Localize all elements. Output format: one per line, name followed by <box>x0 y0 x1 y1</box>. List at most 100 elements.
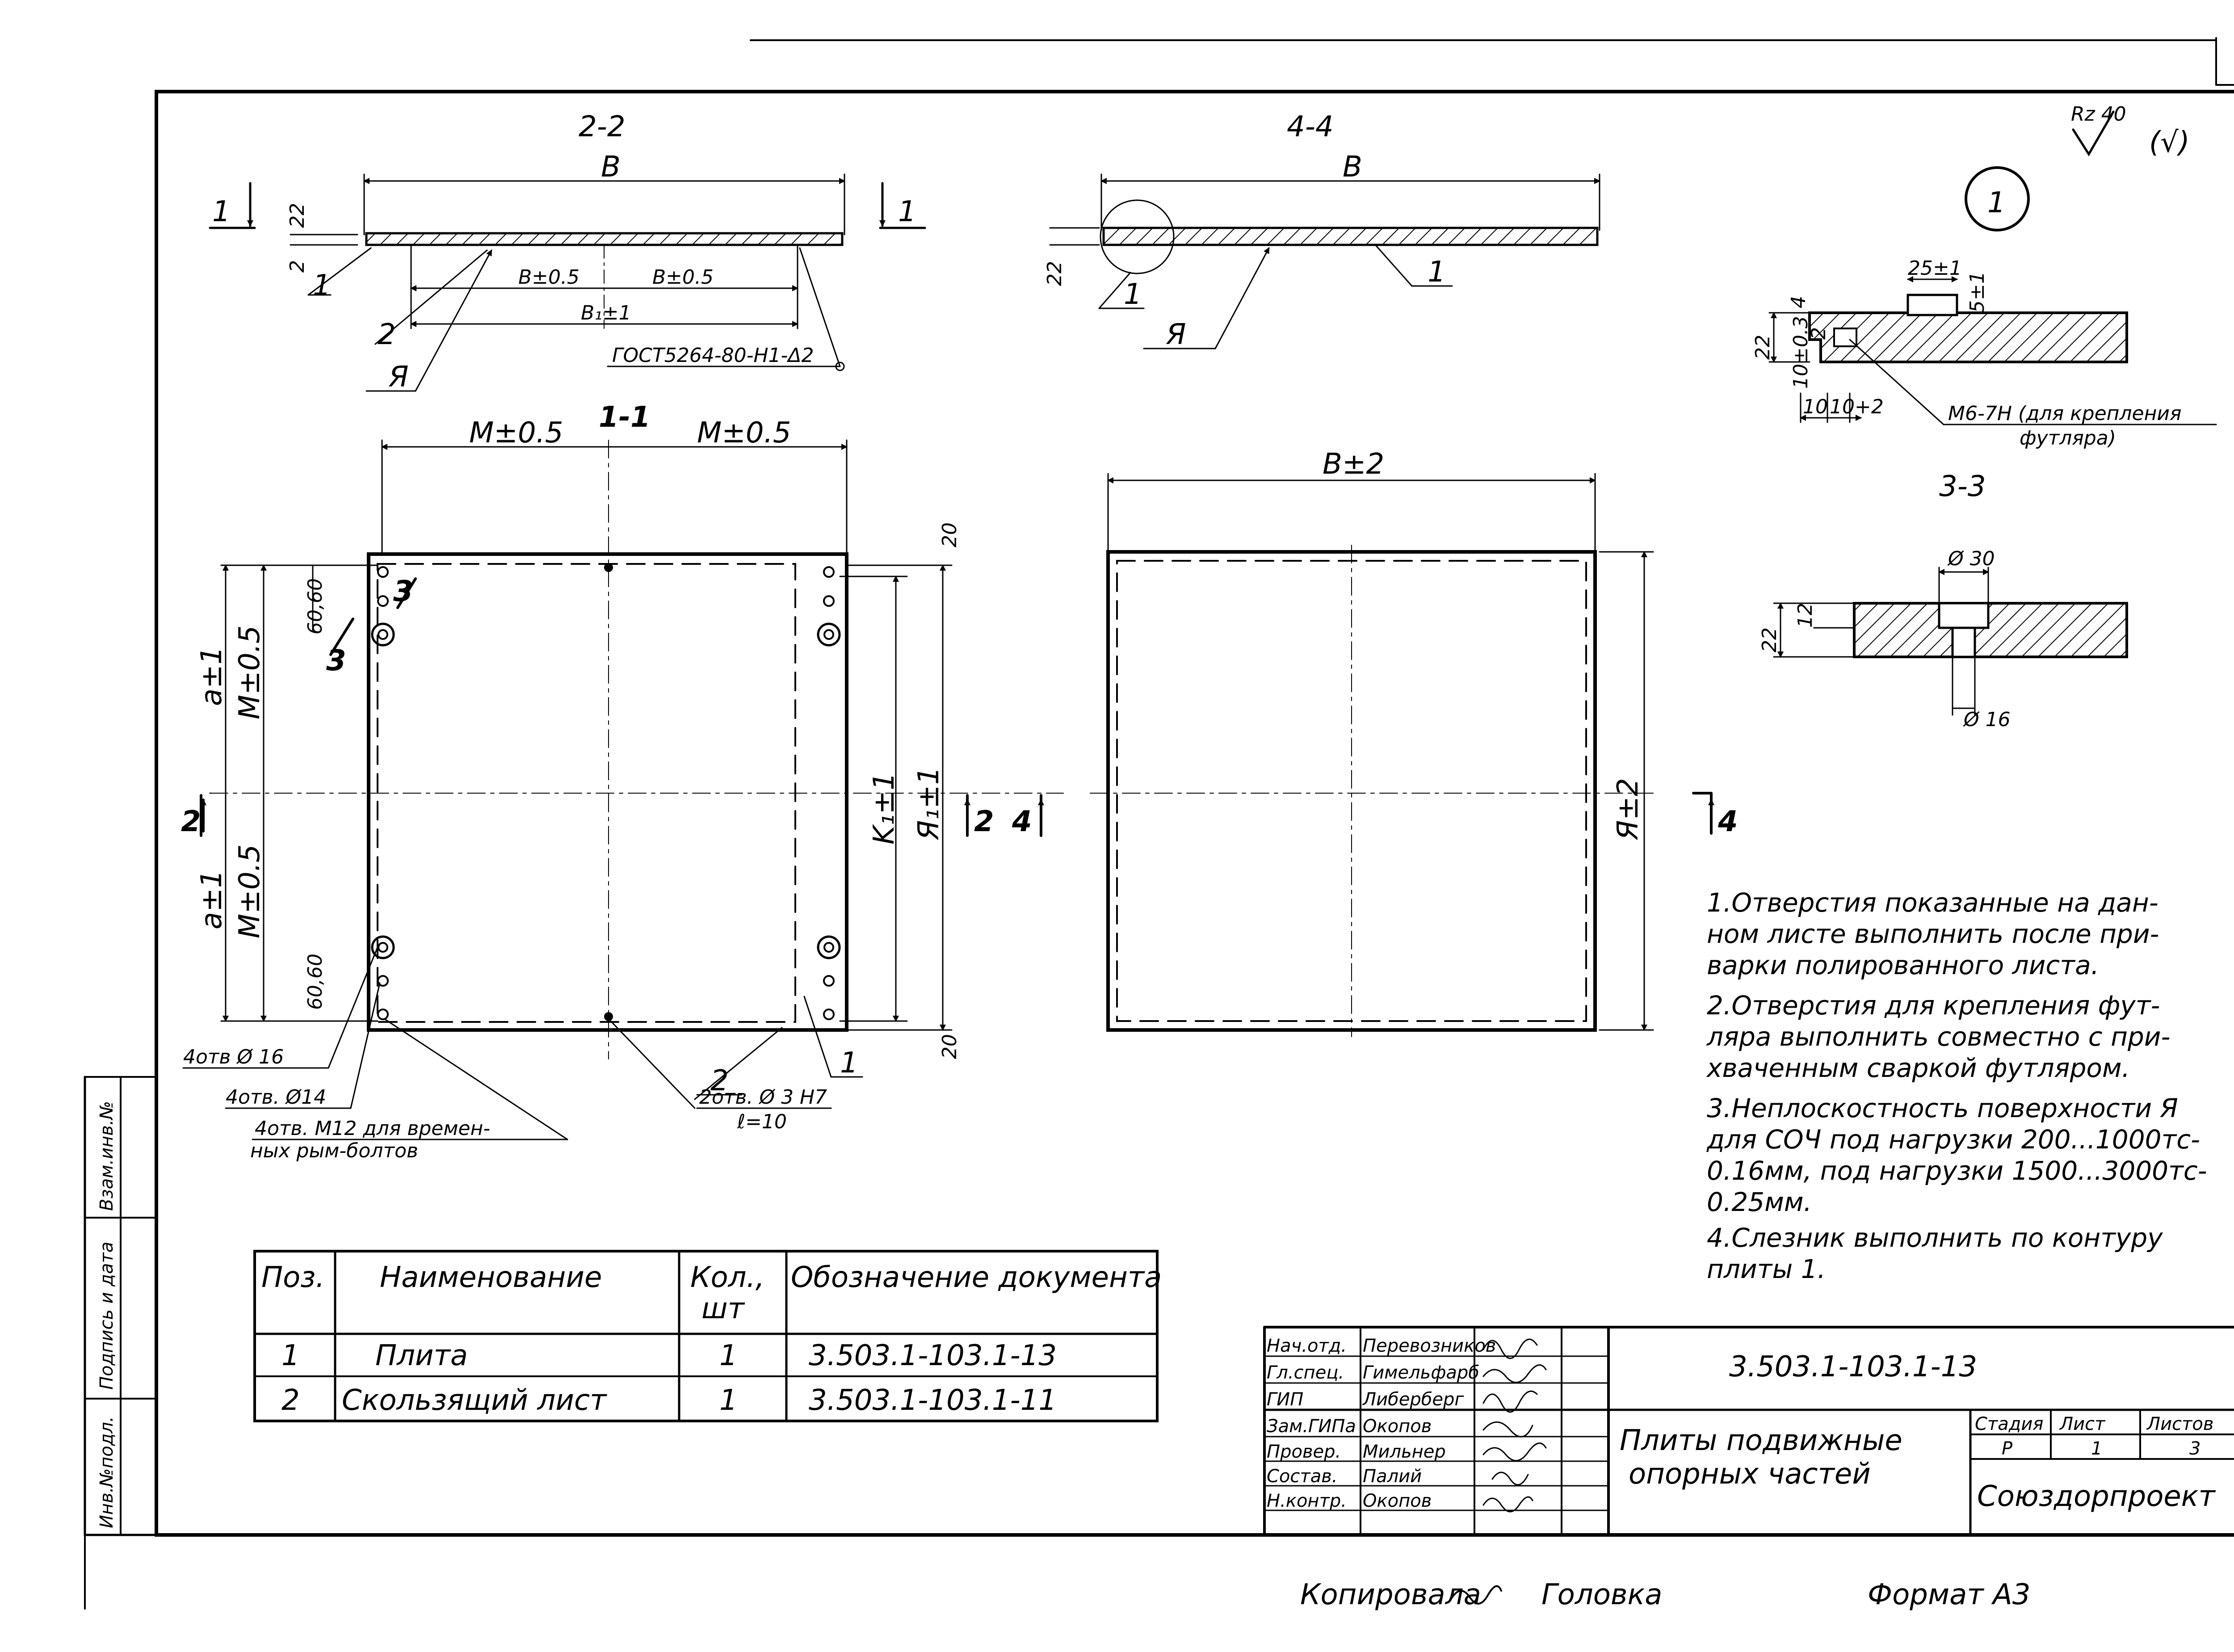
svg-text:4: 4 <box>1787 296 1810 308</box>
svg-text:2.Отверстия для крепления фут-: 2.Отверстия для крепления фут- <box>1707 990 2160 1021</box>
svg-text:2отв. Ø 3 Н7: 2отв. Ø 3 Н7 <box>699 1086 827 1109</box>
svg-text:Н.контр.: Н.контр. <box>1267 1491 1347 1511</box>
side-stamp-3: Взам.инв.№ <box>97 1101 117 1211</box>
svg-text:0.16мм, под нагрузки 1500...30: 0.16мм, под нагрузки 1500...3000тс- <box>1707 1156 2207 1186</box>
svg-text:3.503.1-103.1-11: 3.503.1-103.1-11 <box>809 1384 1057 1417</box>
svg-text:Окопов: Окопов <box>1363 1416 1432 1437</box>
svg-text:1: 1 <box>719 1339 738 1372</box>
svg-text:Поз.: Поз. <box>261 1261 325 1294</box>
svg-text:ляра выполнить совместно с при: ляра выполнить совместно с при- <box>1706 1021 2170 1052</box>
svg-text:Мильнер: Мильнер <box>1363 1442 1446 1462</box>
svg-text:B: B <box>601 151 621 184</box>
svg-text:B₁±1: B₁±1 <box>581 302 631 324</box>
svg-text:3.503.1-103.1-13: 3.503.1-103.1-13 <box>809 1339 1057 1372</box>
svg-text:Нач.отд.: Нач.отд. <box>1267 1336 1347 1356</box>
svg-text:Плита: Плита <box>375 1339 468 1372</box>
svg-text:шт: шт <box>701 1292 745 1325</box>
svg-text:22: 22 <box>1758 627 1781 652</box>
doc-code: 3.503.1-103.1-13 <box>1729 1350 1977 1383</box>
svg-text:Наименование: Наименование <box>380 1261 602 1294</box>
svg-text:Я: Я <box>388 361 408 394</box>
svg-text:10±0.3: 10±0.3 <box>1789 316 1812 389</box>
svg-text:a±1: a±1 <box>195 870 228 929</box>
svg-text:1: 1 <box>212 195 231 228</box>
svg-text:M±0.5: M±0.5 <box>233 844 266 938</box>
svg-text:Копировала: Копировала <box>1300 1578 1481 1611</box>
svg-text:2: 2 <box>378 318 396 351</box>
side-stamp-2: Подпись и дата <box>97 1242 117 1390</box>
section-4-4: 4-4 B 22 1 1 Я <box>1043 110 1600 351</box>
svg-text:22: 22 <box>1751 335 1774 360</box>
svg-text:10: 10 <box>1803 395 1828 418</box>
section-3-3: 3-3 Ø 30 22 12 Ø 16 <box>1758 470 2128 731</box>
svg-text:ном листе выполнить после при-: ном листе выполнить после при- <box>1707 919 2159 949</box>
svg-text:ГОСТ5264-80-Н1-Δ2: ГОСТ5264-80-Н1-Δ2 <box>612 344 814 367</box>
svg-text:Я±2: Я±2 <box>1612 778 1645 841</box>
svg-text:Ø 16: Ø 16 <box>1963 708 2011 731</box>
section-2-2: 2-2 B B±0.5 B±0.5 B₁±1 22 2 1 2 Я ГОСТ52… <box>209 110 926 394</box>
svg-text:Окопов: Окопов <box>1363 1491 1432 1511</box>
svg-text:Стадия: Стадия <box>1975 1414 2043 1434</box>
svg-text:Р: Р <box>2002 1438 2013 1459</box>
plan-sheet-view: B±2 Я±2 4 <box>1090 448 1738 1037</box>
svg-text:4: 4 <box>1012 805 1032 838</box>
svg-text:1: 1 <box>281 1339 300 1372</box>
svg-text:2: 2 <box>710 1064 729 1097</box>
svg-text:Палий: Палий <box>1363 1466 1422 1487</box>
svg-text:1: 1 <box>2091 1438 2102 1459</box>
svg-text:K₁±1: K₁±1 <box>868 772 901 845</box>
title-line-2: опорных частей <box>1629 1458 1871 1491</box>
svg-text:20: 20 <box>938 522 961 547</box>
svg-text:футляра): футляра) <box>2020 427 2116 450</box>
svg-text:Перевозников: Перевозников <box>1363 1336 1496 1356</box>
svg-text:Лист: Лист <box>2059 1414 2106 1434</box>
svg-text:М6-7Н (для крепления: М6-7Н (для крепления <box>1948 402 2181 425</box>
svg-text:Скользящий лист: Скользящий лист <box>342 1384 607 1417</box>
svg-text:1: 1 <box>719 1384 738 1417</box>
section-2-2-title: 2-2 <box>579 110 626 143</box>
svg-text:2: 2 <box>286 260 309 273</box>
svg-text:3: 3 <box>2189 1438 2200 1459</box>
svg-text:M±0.5: M±0.5 <box>469 416 563 450</box>
svg-text:Головка: Головка <box>1541 1578 1662 1611</box>
title-block: 3.503.1-103.1-13 Плиты подвижные опорных… <box>1263 1326 2234 1536</box>
svg-text:M±0.5: M±0.5 <box>233 625 266 719</box>
side-stamp-1: Инв.№подл. <box>97 1416 117 1528</box>
svg-text:4отв. Ø14: 4отв. Ø14 <box>226 1086 326 1109</box>
svg-text:для СОЧ под нагрузки 200...100: для СОЧ под нагрузки 200...1000тс- <box>1706 1124 2200 1155</box>
svg-text:ГИП: ГИП <box>1267 1389 1303 1410</box>
svg-text:4отв. М12 для времен-: 4отв. М12 для времен- <box>255 1117 490 1140</box>
svg-text:20: 20 <box>938 1034 961 1059</box>
svg-text:Провер.: Провер. <box>1267 1442 1341 1462</box>
parts-table: Поз. Наименование Кол., шт Обозначение д… <box>253 1250 1162 1422</box>
svg-text:3.Неплоскостность поверхности: 3.Неплоскостность поверхности Я <box>1707 1093 2178 1123</box>
svg-text:22: 22 <box>1043 261 1066 286</box>
svg-text:Обозначение документа: Обозначение документа <box>791 1261 1162 1294</box>
svg-text:Гл.спец.: Гл.спец. <box>1267 1362 1344 1383</box>
svg-text:2: 2 <box>281 1384 300 1417</box>
svg-text:4.Слезник выполнить по контуру: 4.Слезник выполнить по контуру <box>1707 1223 2163 1253</box>
svg-text:10+2: 10+2 <box>1830 395 1884 418</box>
svg-text:Формат А3: Формат А3 <box>1868 1578 2031 1611</box>
section-3-3-title: 3-3 <box>1939 470 1986 503</box>
svg-text:60,60: 60,60 <box>304 954 327 1010</box>
svg-text:Листов: Листов <box>2146 1414 2213 1434</box>
svg-text:Либерберг: Либерберг <box>1362 1389 1464 1410</box>
svg-text:4отв Ø 16: 4отв Ø 16 <box>183 1046 284 1068</box>
svg-text:Состав.: Состав. <box>1267 1466 1338 1487</box>
section-1-1: 1-1 M±0.5 M±0.5 a±1 M±0.5 a±1 M±0.5 60,6… <box>181 401 1064 1162</box>
svg-text:2: 2 <box>1807 327 1830 340</box>
svg-text:a±1: a±1 <box>195 646 228 706</box>
svg-text:25±1: 25±1 <box>1908 257 1962 280</box>
svg-text:3: 3 <box>326 644 346 677</box>
svg-text:12: 12 <box>1794 603 1817 628</box>
svg-text:B±0.5: B±0.5 <box>652 266 714 289</box>
svg-text:5±1: 5±1 <box>1966 271 1989 313</box>
section-1-1-title: 1-1 <box>599 401 651 434</box>
svg-text:плиты 1.: плиты 1. <box>1707 1254 1826 1284</box>
svg-text:ℓ=10: ℓ=10 <box>737 1110 787 1133</box>
svg-text:2: 2 <box>181 805 201 838</box>
svg-text:60,60: 60,60 <box>304 578 327 635</box>
svg-text:B: B <box>1343 151 1362 184</box>
svg-text:3: 3 <box>393 575 413 608</box>
